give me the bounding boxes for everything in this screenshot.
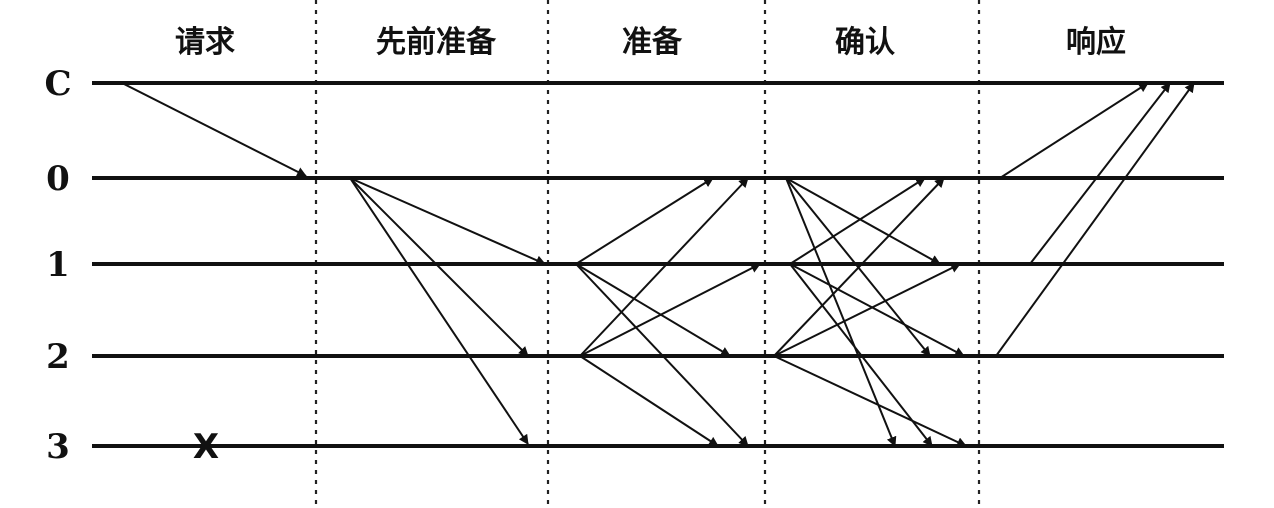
- message-arrow: [579, 177, 749, 357]
- message-arrow: [1029, 82, 1171, 265]
- phase-label-reply: 响应: [1066, 25, 1126, 60]
- node-label-client: C: [44, 64, 71, 104]
- message-arrow: [349, 177, 546, 265]
- phase-label-request: 请求: [175, 25, 235, 60]
- phase-label-pre-prepare: 先前准备: [376, 25, 497, 60]
- node-label-3: 3: [46, 427, 70, 467]
- phase-label-prepare: 准备: [622, 25, 683, 60]
- message-arrow: [349, 177, 529, 445]
- phase-labels: 请求 先前准备 准备 确认 响应: [175, 25, 1126, 60]
- message-arrow: [773, 263, 961, 357]
- message-arrow: [579, 263, 761, 357]
- node-label-0: 0: [46, 159, 70, 199]
- pre-prepare-messages: [349, 177, 546, 445]
- message-arrow: [789, 177, 926, 265]
- commit-messages: [773, 177, 967, 447]
- failure-mark: X: [193, 427, 219, 467]
- message-arrow: [999, 82, 1149, 179]
- message-arrow: [789, 263, 933, 447]
- message-arrow: [349, 177, 529, 357]
- message-arrow: [579, 355, 719, 447]
- message-arrow: [575, 177, 714, 265]
- phase-dividers: [314, 0, 981, 508]
- reply-messages: [995, 82, 1195, 357]
- phase-label-commit: 确认: [835, 25, 895, 60]
- message-arrow: [121, 82, 307, 177]
- message-arrow: [785, 177, 941, 265]
- message-arrow: [773, 177, 945, 357]
- node-label-2: 2: [46, 337, 70, 377]
- message-arrow: [773, 355, 967, 447]
- node-label-1: 1: [46, 245, 70, 285]
- request-messages: [121, 82, 307, 177]
- message-arrow: [575, 263, 731, 357]
- prepare-messages: [575, 177, 761, 447]
- message-arrow: [995, 82, 1195, 357]
- message-arrow: [575, 263, 749, 447]
- node-lanes: [92, 81, 1224, 448]
- message-arrow: [785, 177, 897, 447]
- node-labels: C 0 1 2 3: [44, 64, 71, 467]
- message-arrow: [789, 263, 965, 357]
